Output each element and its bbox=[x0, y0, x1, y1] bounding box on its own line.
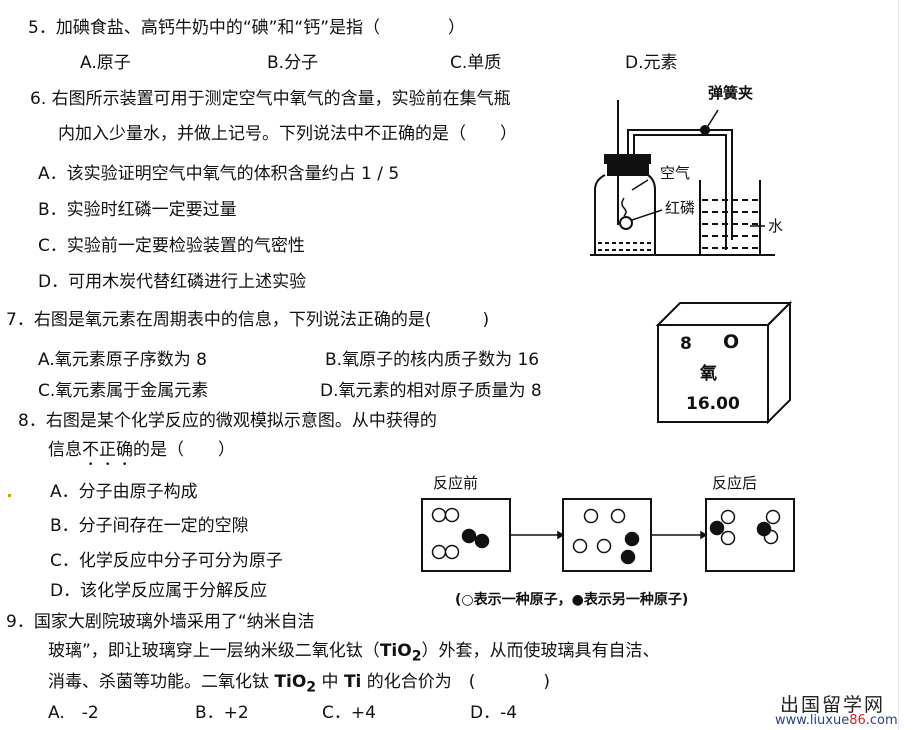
q8-option-c: C．化学反应中分子可分为原子 bbox=[50, 551, 283, 571]
watermark-url-pre: www.liuxue bbox=[775, 713, 850, 728]
ti-symbol: Ti bbox=[343, 672, 362, 692]
q6-option-c: C．实验前一定要检验装置的气密性 bbox=[38, 236, 305, 256]
q6-label-water: 水 bbox=[768, 217, 784, 235]
formula-main: TiO bbox=[379, 641, 412, 661]
q7-option-d: D.氧元素的相对原子质量为 8 bbox=[320, 381, 542, 401]
element-name: 氧 bbox=[700, 364, 717, 384]
q8-stem-1: 8．右图是某个化学反应的微观模拟示意图。从中获得的 bbox=[18, 411, 437, 431]
q9-option-a: A. -2 bbox=[48, 703, 99, 723]
watermark-url-num: 86 bbox=[849, 713, 866, 728]
diagram-after-label: 反应后 bbox=[712, 474, 758, 492]
formula-sub: 2 bbox=[306, 679, 317, 696]
watermark-url: www.liuxue86.com bbox=[775, 713, 898, 728]
q8-option-b: B．分子间存在一定的空隙 bbox=[50, 516, 249, 536]
q9-stem-3b: 中 bbox=[316, 672, 344, 692]
q6-stem-1: 6. 右图所示装置可用于测定空气中氧气的含量，实验前在集气瓶 bbox=[30, 89, 511, 109]
formula-sub: 2 bbox=[411, 648, 422, 665]
q9-stem-2b: ）外套，从而使玻璃具有自洁、 bbox=[421, 641, 660, 661]
q5-option-c: C.单质 bbox=[450, 53, 502, 73]
q9-stem-2: 玻璃”，即让玻璃穿上一层纳米级二氧化钛（TiO2）外套，从而使玻璃具有自洁、 bbox=[48, 640, 660, 667]
q9-option-c: C．+4 bbox=[322, 703, 376, 723]
q8-stem-post: 的是（ ） bbox=[133, 440, 235, 460]
q9-stem-2a: 玻璃”，即让玻璃穿上一层纳米级二氧化钛（ bbox=[48, 641, 380, 661]
q6-label-air: 空气 bbox=[660, 164, 691, 182]
formula-main: TiO bbox=[274, 672, 307, 692]
q6-stem-2: 内加入少量水，并做上记号。下列说法中不正确的是（ ） bbox=[58, 124, 517, 144]
q9-stem-3a: 消毒、杀菌等功能。二氧化钛 bbox=[48, 672, 275, 692]
q6-label-clamp: 弹簧夹 bbox=[708, 84, 754, 102]
q6-apparatus-figure bbox=[590, 100, 775, 256]
q7-option-c: C.氧元素属于金属元素 bbox=[38, 381, 209, 401]
q8-option-a: A．分子由原子构成 bbox=[50, 482, 198, 502]
watermark-title: 出国留学网 bbox=[780, 694, 886, 716]
q7-option-a: A.氧元素原子序数为 8 bbox=[38, 350, 207, 370]
q5-option-d: D.元素 bbox=[625, 53, 678, 73]
q6-option-b: B．实验时红磷一定要过量 bbox=[38, 200, 237, 220]
formula-tio2-2: TiO2 bbox=[274, 672, 317, 696]
q8-stem-2: 信息不正确的是（ ） bbox=[48, 439, 235, 470]
stray-mark bbox=[8, 494, 11, 497]
q9-stem-1: 9．国家大剧院玻璃外墙采用了“纳米自洁 bbox=[6, 612, 315, 632]
q9-stem-3c: 的化合价为 ( ) bbox=[361, 672, 551, 692]
q8-stem-emphasis: 不正确 bbox=[82, 440, 133, 460]
q6-label-phosphorus: 红磷 bbox=[665, 199, 696, 217]
page-edge bbox=[898, 0, 899, 730]
diagram-legend: (○表示一种原子，●表示另一种原子) bbox=[455, 592, 689, 608]
q5-stem: 5．加碘食盐、高钙牛奶中的“碘”和“钙”是指（ ） bbox=[28, 18, 466, 38]
q7-option-b: B.氧原子的核内质子数为 16 bbox=[325, 350, 540, 370]
diagram-before-label: 反应前 bbox=[433, 474, 479, 492]
reaction-diagram bbox=[421, 498, 795, 572]
q5-option-b: B.分子 bbox=[267, 53, 319, 73]
q8-option-d: D．该化学反应属于分解反应 bbox=[50, 581, 268, 601]
q6-option-a: A．该实验证明空气中氧气的体积含量约占 1 / 5 bbox=[38, 164, 400, 184]
q9-stem-3: 消毒、杀菌等功能。二氧化钛 TiO2 中 Ti 的化合价为 ( ) bbox=[48, 671, 550, 698]
formula-tio2: TiO2 bbox=[379, 641, 422, 665]
q9-option-d: D．-4 bbox=[470, 703, 518, 723]
watermark-url-post: .com bbox=[865, 713, 898, 728]
q6-option-d: D．可用木炭代替红磷进行上述实验 bbox=[38, 272, 307, 292]
element-symbol: O bbox=[723, 331, 740, 353]
q9-option-b: B．+2 bbox=[195, 703, 249, 723]
element-cube-figure bbox=[655, 300, 793, 425]
element-number: 8 bbox=[680, 334, 692, 354]
q5-option-a: A.原子 bbox=[80, 53, 131, 73]
q8-stem-pre: 信息 bbox=[48, 440, 82, 460]
q7-stem: 7．右图是氧元素在周期表中的信息，下列说法正确的是( ) bbox=[6, 310, 490, 330]
element-mass: 16.00 bbox=[686, 394, 740, 414]
